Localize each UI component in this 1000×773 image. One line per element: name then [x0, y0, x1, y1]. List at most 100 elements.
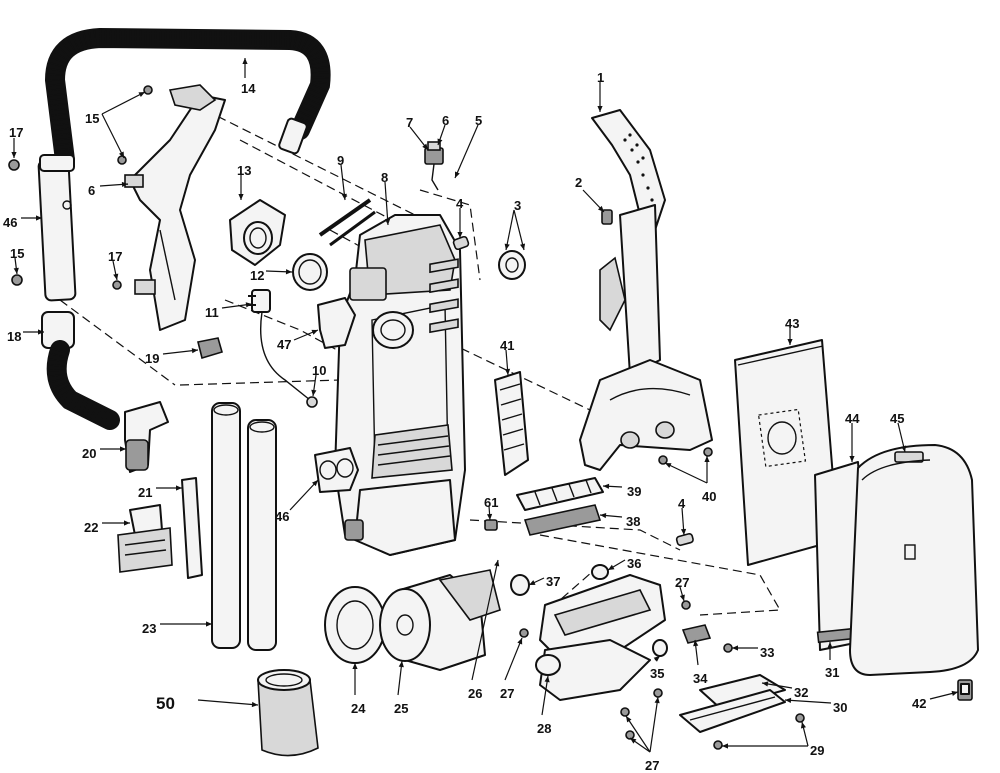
callout-label-32: 32: [794, 685, 808, 700]
leader-arrowhead: [762, 681, 769, 687]
callout-label-40: 40: [702, 489, 716, 504]
clip-61: [484, 519, 498, 531]
leader-arrowhead: [124, 520, 130, 526]
nozzle-base: [535, 574, 666, 701]
part-37: [510, 574, 530, 596]
callout-label-23: 23: [142, 621, 156, 636]
leader-line-5: [454, 124, 479, 179]
motor-25: [379, 569, 501, 671]
callout-label-4: 4: [456, 196, 464, 211]
leader-arrowhead: [544, 676, 550, 683]
callout-label-39: 39: [627, 484, 641, 499]
leader-arrowhead: [206, 621, 212, 627]
leader-line-3: [505, 209, 515, 251]
callout-label-6: 6: [442, 113, 449, 128]
callout-label-15: 15: [85, 111, 99, 126]
part-34: [681, 624, 712, 644]
leader-line-26: [471, 559, 499, 681]
callout-label-9: 9: [337, 153, 344, 168]
filter-panel-41: [494, 371, 529, 476]
leader-arrowhead: [494, 560, 500, 567]
main-body: [334, 214, 466, 556]
long-screw: [318, 198, 376, 247]
callout-label-10: 10: [312, 363, 326, 378]
leader-arrowhead: [245, 302, 252, 308]
pin-4-lower: [675, 532, 694, 547]
leader-arrowhead: [285, 269, 292, 275]
leader-arrowhead: [787, 339, 793, 345]
clip-2: [601, 209, 613, 225]
leader-line-40: [664, 462, 708, 484]
leader-arrowhead: [693, 640, 699, 647]
callout-label-18: 18: [7, 329, 21, 344]
seal-ring: [292, 253, 328, 291]
callout-label-22: 22: [84, 520, 98, 535]
callout-label-50: 50: [156, 694, 175, 713]
cord-hook-upper: [317, 297, 356, 349]
callout-label-45: 45: [890, 411, 904, 426]
callout-label-25: 25: [394, 701, 408, 716]
wand-tube-left: [37, 154, 77, 302]
bumper-30: [679, 689, 786, 733]
leader-arrowhead: [457, 232, 463, 238]
leader-arrowhead: [242, 58, 248, 64]
handle-1: [591, 109, 666, 376]
part-42: [957, 679, 973, 701]
leader-arrowhead: [504, 243, 510, 250]
leader-arrowhead: [341, 193, 347, 200]
leader-arrowhead: [311, 329, 318, 335]
callout-label-26: 26: [468, 686, 482, 701]
callout-label-19: 19: [145, 351, 159, 366]
callout-label-17: 17: [9, 125, 23, 140]
agitator-39: [516, 477, 604, 511]
leader-arrowhead: [486, 513, 493, 520]
callout-label-2: 2: [575, 175, 582, 190]
leader-arrowhead: [608, 564, 615, 570]
screw-33: [723, 643, 733, 653]
callout-label-38: 38: [626, 514, 640, 529]
callout-label-33: 33: [760, 645, 774, 660]
callout-leaders: [11, 58, 959, 753]
callout-label-21: 21: [138, 485, 152, 500]
callout-label-47: 47: [277, 337, 291, 352]
leader-arrowhead: [597, 106, 603, 112]
leader-arrowhead: [849, 456, 855, 462]
callout-label-24: 24: [351, 701, 366, 716]
leader-arrowhead: [311, 389, 317, 396]
capacitor-3: [498, 250, 526, 280]
filter-38: [523, 504, 602, 536]
handle-base: [579, 359, 713, 471]
latch-19: [197, 337, 223, 360]
leader-arrowhead: [312, 480, 318, 487]
leader-arrowhead: [118, 151, 124, 158]
callout-label-7: 7: [406, 115, 413, 130]
leader-arrowhead: [680, 528, 687, 535]
leader-arrowhead: [517, 638, 523, 645]
leader-arrowhead: [437, 138, 443, 145]
callout-label-27: 27: [645, 758, 659, 773]
leader-arrowhead: [654, 697, 660, 704]
callout-label-28: 28: [537, 721, 551, 736]
leader-line-27: [504, 637, 523, 681]
callout-label-8: 8: [381, 170, 388, 185]
callout-label-43: 43: [785, 316, 799, 331]
screws-left: [8, 85, 153, 290]
leader-arrowhead: [384, 218, 391, 225]
callout-label-13: 13: [237, 163, 251, 178]
callout-label-15: 15: [10, 246, 24, 261]
leader-arrowhead: [398, 661, 404, 668]
leader-arrowhead: [665, 463, 672, 468]
screws-40: [658, 447, 713, 465]
callout-labels: 1234456678910111213141515171718192021222…: [3, 70, 926, 773]
leader-arrowhead: [901, 445, 907, 452]
leader-arrowhead: [626, 716, 632, 723]
hose-swivel: [229, 199, 286, 266]
callout-label-27: 27: [675, 575, 689, 590]
leader-arrowhead: [732, 645, 738, 651]
callout-label-12: 12: [250, 268, 264, 283]
leader-arrowhead: [11, 152, 17, 158]
callout-label-61: 61: [484, 495, 498, 510]
leader-line-27: [649, 696, 659, 753]
